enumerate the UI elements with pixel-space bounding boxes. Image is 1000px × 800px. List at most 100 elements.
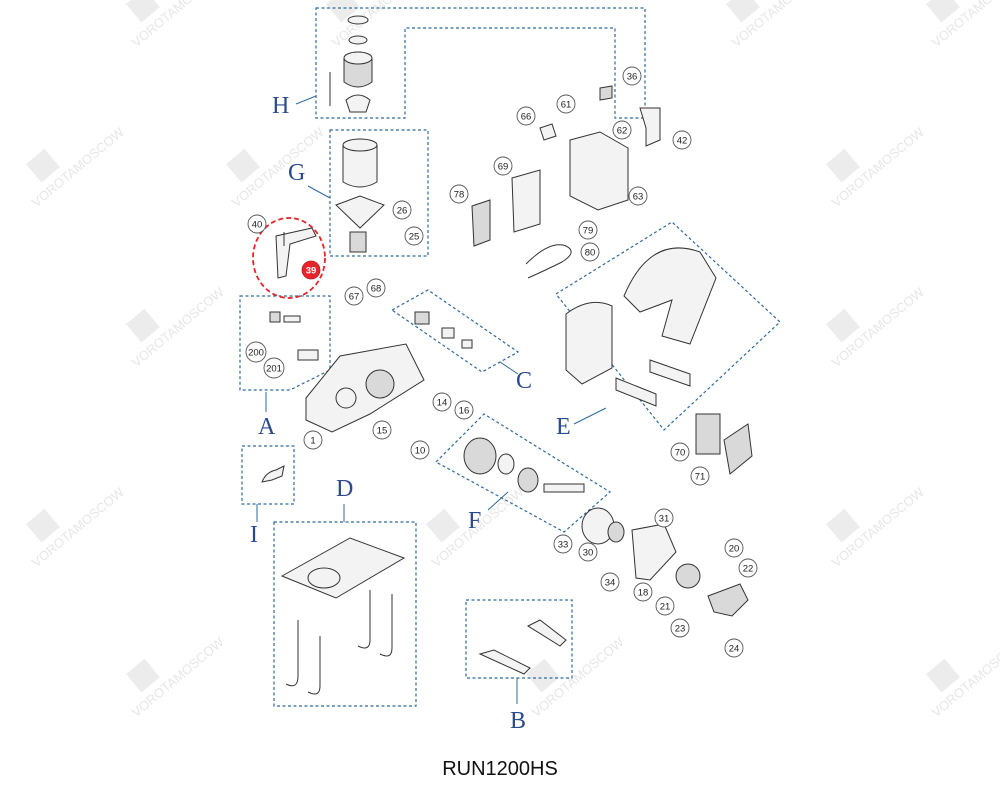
switch-part <box>461 339 473 349</box>
group-d-label: D <box>336 476 353 502</box>
group-d-box <box>273 521 417 707</box>
part-callout-18: 18 <box>633 582 653 602</box>
part-number: 80 <box>585 248 596 259</box>
part-number: 78 <box>454 190 465 201</box>
limit-switch-cam-part <box>478 649 531 675</box>
base-plate-part <box>280 537 406 599</box>
control-board-69 <box>511 169 541 233</box>
part-71-shape <box>723 423 753 475</box>
part-number: 71 <box>695 472 706 483</box>
part-a-shape <box>269 311 281 323</box>
part-callout-22: 22 <box>738 558 758 578</box>
part-number: 70 <box>675 448 686 459</box>
watermark: VOROTAMOSCOW <box>826 284 927 370</box>
rotor-top <box>343 51 373 65</box>
release-key-part <box>261 465 285 483</box>
group-h-label: H <box>272 93 289 119</box>
part-number: 66 <box>521 112 532 123</box>
group-f: F <box>435 413 612 534</box>
part-number: 201 <box>266 364 282 375</box>
part-callout-70: 70 <box>670 442 690 462</box>
part-36-shape <box>599 85 613 101</box>
part-39-highlight <box>252 217 326 299</box>
pinion-cover-part <box>707 583 749 617</box>
group-h: H <box>272 7 646 119</box>
part-callout-71: 71 <box>690 466 710 486</box>
part-number: 63 <box>633 192 644 203</box>
part-callout-69: 69 <box>493 156 513 176</box>
part-number: 40 <box>252 220 263 231</box>
gearmotor-body <box>305 343 425 433</box>
cover-door-part <box>565 301 613 385</box>
part-number: 79 <box>583 226 594 237</box>
part-number: 25 <box>409 232 420 243</box>
group-b-label: B <box>510 708 526 734</box>
bracket-part <box>345 94 371 113</box>
group-e-label: E <box>556 414 571 440</box>
pinion-gear-part <box>675 563 701 589</box>
group-a-label: A <box>258 414 276 440</box>
diagram-title: RUN1200HS <box>442 758 558 780</box>
watermark: VOROTAMOSCOW <box>226 124 327 210</box>
washer-part <box>348 35 368 45</box>
part-number: 1 <box>310 436 315 447</box>
part-callout-1: 1 <box>303 430 323 450</box>
part-number: 33 <box>558 540 569 551</box>
part-number-highlighted: 39 <box>306 266 317 277</box>
bushing-part <box>517 467 539 493</box>
gear-part <box>463 437 497 475</box>
watermark: VOROTAMOSCOW <box>126 634 227 720</box>
part-number: 14 <box>437 398 448 409</box>
limit-switch-cam-part <box>526 619 567 647</box>
cover-strip-part <box>615 377 657 407</box>
part-number: 18 <box>638 588 649 599</box>
group-d: D <box>273 476 417 707</box>
part-callout-78: 78 <box>449 184 469 204</box>
pin-part <box>543 483 585 493</box>
group-f-box <box>435 413 612 533</box>
part-callout-80: 80 <box>580 242 600 262</box>
group-h-leader <box>295 95 317 105</box>
part-callout-15: 15 <box>372 420 392 440</box>
part-number: 21 <box>660 602 671 613</box>
gasket-part <box>335 195 385 229</box>
switch-part <box>441 327 455 339</box>
part-number: 31 <box>659 514 670 525</box>
part-callout-24: 24 <box>724 638 744 658</box>
part-a-shape <box>297 349 319 361</box>
group-g: G <box>288 129 429 257</box>
part-number: 62 <box>617 126 628 137</box>
group-e-leader <box>573 407 607 425</box>
watermark: VOROTAMOSCOW <box>126 284 227 370</box>
part-number: 23 <box>675 624 686 635</box>
part-callout-33: 33 <box>553 534 573 554</box>
controller-assembly <box>471 85 661 279</box>
part-callout-34: 34 <box>600 572 620 592</box>
part-number: 20 <box>729 544 740 555</box>
anchor-bolt-part <box>307 636 321 695</box>
part-callout-23: 23 <box>670 618 690 638</box>
group-a: A <box>239 295 331 440</box>
watermark: VOROTAMOSCOW <box>726 0 827 50</box>
cover-shell-part <box>623 247 717 345</box>
group-f-label: F <box>468 508 481 534</box>
washer-part <box>347 15 369 25</box>
controller-housing-63 <box>569 131 629 211</box>
body-bearing <box>365 369 395 399</box>
group-c-label: C <box>516 368 532 394</box>
part-a-shape <box>283 315 301 323</box>
group-e: E <box>555 221 781 440</box>
part-callout-16: 16 <box>454 400 474 420</box>
part-number: 67 <box>349 292 360 303</box>
part-callout-66: 66 <box>516 106 536 126</box>
part-number: 24 <box>729 644 740 655</box>
part-number: 10 <box>415 446 426 457</box>
part-70-shape <box>695 413 721 455</box>
part-39-shape <box>275 227 317 279</box>
part-callout-20: 20 <box>724 538 744 558</box>
group-g-leader <box>307 185 331 199</box>
part-callout-68: 68 <box>366 278 386 298</box>
part-callout-10: 10 <box>410 440 430 460</box>
part-number: 15 <box>377 426 388 437</box>
motor-top <box>342 138 378 152</box>
